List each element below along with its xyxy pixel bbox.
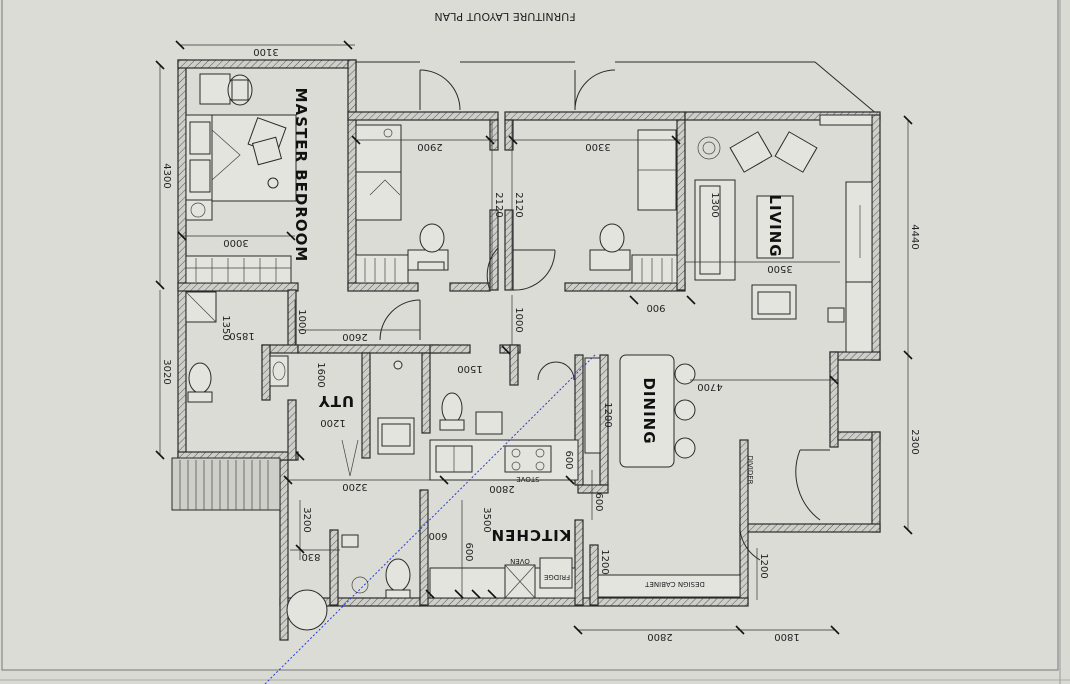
dim-1850: 1850: [229, 330, 254, 341]
room-label-living: LIVING: [766, 194, 784, 257]
dim-830: 830: [301, 551, 320, 562]
label-divider: DIVIDER: [746, 456, 754, 485]
dim-1000-b: 1000: [513, 307, 524, 332]
dim-900: 900: [646, 302, 665, 313]
dim-2800-b: 2800: [647, 631, 672, 642]
plan-title: FURNITURE LAYOUT PLAN: [434, 10, 575, 23]
dim-2600: 2600: [342, 331, 367, 342]
room-label-uty: UTY: [318, 392, 354, 410]
dim-1800: 1800: [774, 631, 799, 642]
dim-1200-b: 1200: [602, 402, 613, 427]
dim-2120-b: 2120: [513, 192, 524, 217]
dim-3500: 3500: [767, 263, 792, 274]
dim-1000-a: 1000: [296, 309, 307, 334]
label-fridge: FRIDGE: [544, 573, 570, 581]
dimension-labels: 3100 4300 3000 2900 3300 2120 2120 1350 …: [161, 46, 920, 642]
dim-3300: 3300: [585, 141, 610, 152]
master-bath-fixtures: [185, 291, 289, 403]
dim-600-a: 600: [563, 450, 574, 469]
dim-1200-a: 1200: [320, 417, 345, 428]
dim-4440: 4440: [909, 224, 920, 249]
dim-1300: 1300: [709, 192, 720, 217]
dim-3000: 3000: [223, 237, 248, 248]
dim-1500: 1500: [457, 363, 482, 374]
dim-1600: 1600: [315, 362, 326, 387]
fixture-labels: STOVE OVEN FRIDGE DESIGN CABINET DIVIDER: [510, 456, 754, 588]
utility-fixtures: [341, 360, 503, 477]
living-furniture: [694, 114, 873, 353]
dim-3200-a: 3200: [342, 481, 367, 492]
bedroom-3-furniture: [589, 129, 678, 284]
diagonal-guide-line: [264, 354, 596, 684]
master-desk: [199, 73, 253, 106]
dim-1350: 1350: [220, 315, 231, 340]
room-labels: MASTER BEDROOM LIVING DINING KITCHEN UTY: [292, 88, 784, 544]
label-design-cabinet: DESIGN CABINET: [644, 580, 704, 588]
kitchen-fixtures: [286, 439, 741, 631]
room-label-master-bedroom: MASTER BEDROOM: [292, 88, 310, 263]
dim-2120-a: 2120: [493, 192, 504, 217]
dim-3500-b: 3500: [481, 507, 492, 532]
stair-treads: [179, 460, 269, 510]
door-swings: [379, 69, 830, 561]
dim-2300: 2300: [909, 429, 920, 454]
dim-1200-d: 1200: [758, 553, 769, 578]
dim-3200-b: 3200: [301, 507, 312, 532]
dim-4700: 4700: [697, 381, 722, 392]
master-wardrobe: [185, 255, 292, 284]
room-label-dining: DINING: [640, 377, 658, 444]
bedroom-2-furniture: [355, 124, 449, 284]
label-stove: STOVE: [516, 475, 539, 483]
dim-3020: 3020: [161, 359, 172, 384]
exterior-walls: [171, 59, 881, 641]
label-oven: OVEN: [510, 557, 530, 565]
dim-1200-c: 1200: [599, 549, 610, 574]
dining-furniture: [584, 354, 696, 468]
master-bed: [185, 114, 297, 221]
dim-2800: 2800: [489, 483, 514, 494]
dim-600-d: 600: [463, 542, 474, 561]
dimension-lines: [155, 40, 913, 635]
dim-2900: 2900: [417, 141, 442, 152]
room-label-kitchen: KITCHEN: [491, 526, 572, 544]
dim-600-c: 600: [428, 530, 447, 541]
dim-4300: 4300: [161, 163, 172, 188]
dim-3100: 3100: [253, 46, 278, 57]
dim-600-b: 600: [593, 492, 604, 511]
